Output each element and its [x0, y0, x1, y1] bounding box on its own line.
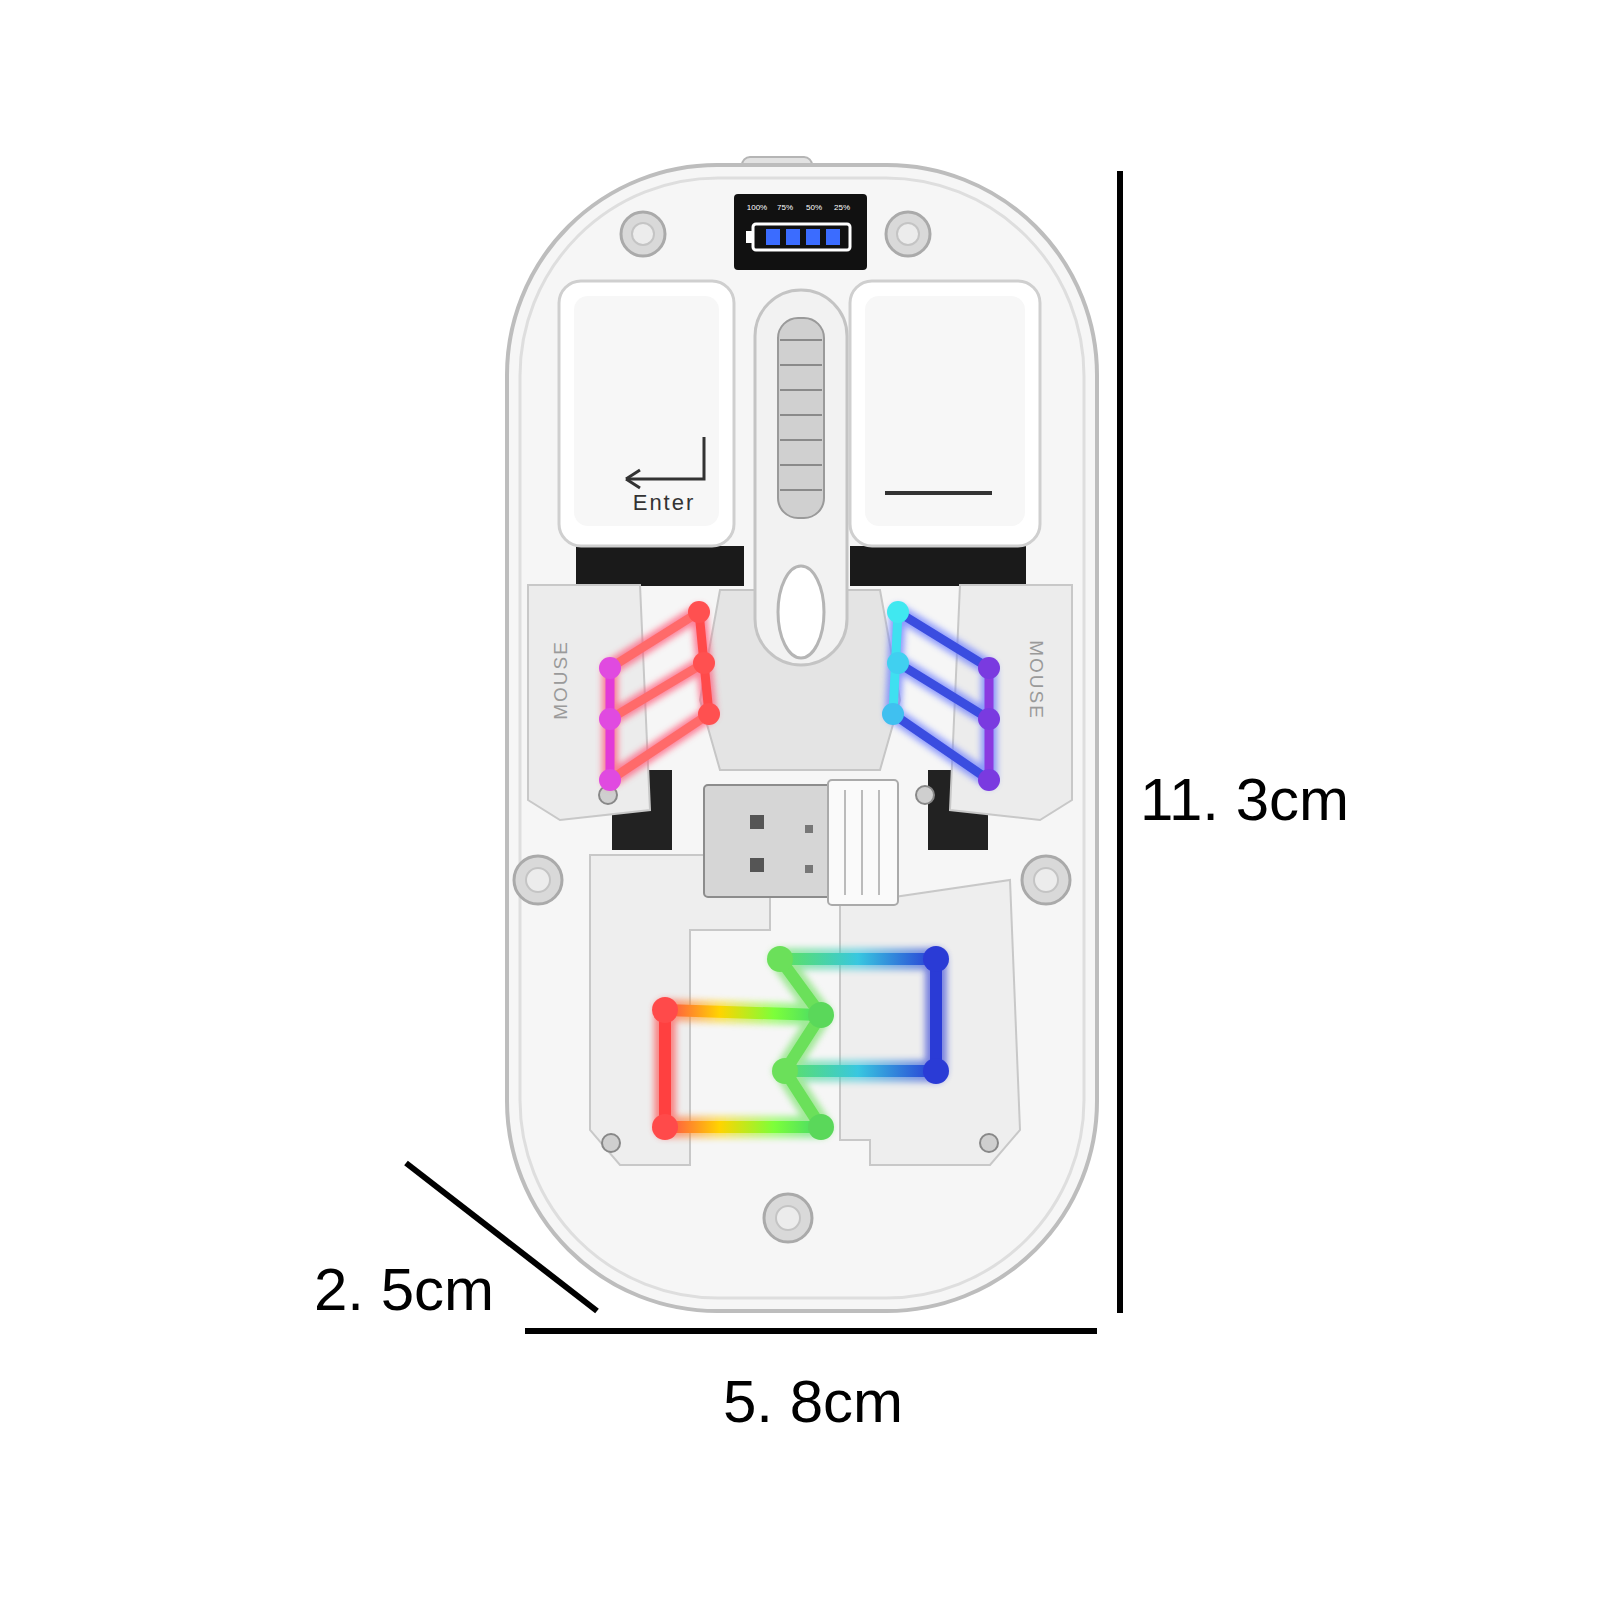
dimension-label: 2. 5cm — [314, 1260, 494, 1320]
dimension-label: 11. 3cm — [1140, 770, 1349, 830]
dimension-label: 5. 8cm — [723, 1372, 903, 1432]
panel-text: MOUSE — [551, 640, 570, 720]
key-legend: Enter — [633, 492, 696, 514]
battery-level: 50% — [806, 204, 822, 212]
battery-level: 75% — [777, 204, 793, 212]
battery-level: 25% — [834, 204, 850, 212]
panel-text: MOUSE — [1027, 640, 1046, 720]
dimension-line — [1117, 171, 1123, 1313]
dimension-line — [525, 1328, 1097, 1334]
battery-level: 100% — [747, 204, 767, 212]
